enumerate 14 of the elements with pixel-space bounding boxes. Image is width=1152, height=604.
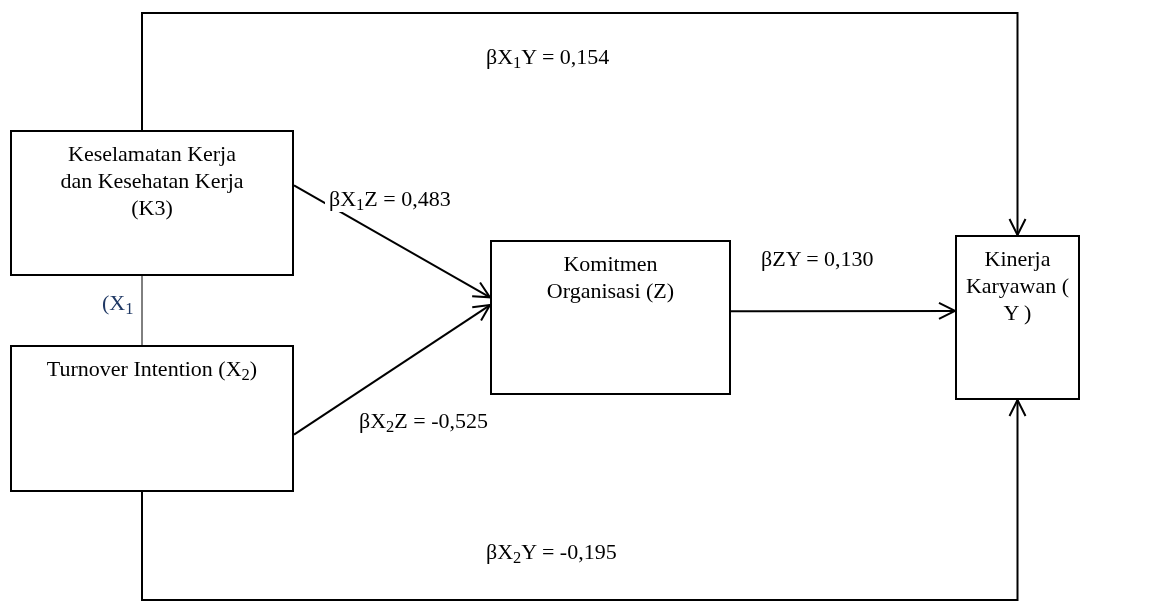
node-label: Kinerja Karyawan ( Y ) [965, 245, 1070, 326]
arrow [141, 399, 1027, 601]
process-box [10, 130, 294, 276]
node-label: Turnover Intention (X$_{2}$) [46, 355, 258, 382]
connector-line [141, 275, 143, 346]
arrow [730, 301, 956, 320]
process-box [955, 235, 1080, 400]
node-label: Keselamatan Kerja dan Kesehatan Kerja (K3) [59, 140, 245, 221]
arrow [293, 184, 491, 299]
process-box [490, 240, 731, 395]
process-box [10, 345, 294, 492]
arrow [141, 12, 1027, 236]
arrow [293, 304, 491, 436]
node-label: Komitmen Organisasi (Z) [545, 250, 676, 304]
